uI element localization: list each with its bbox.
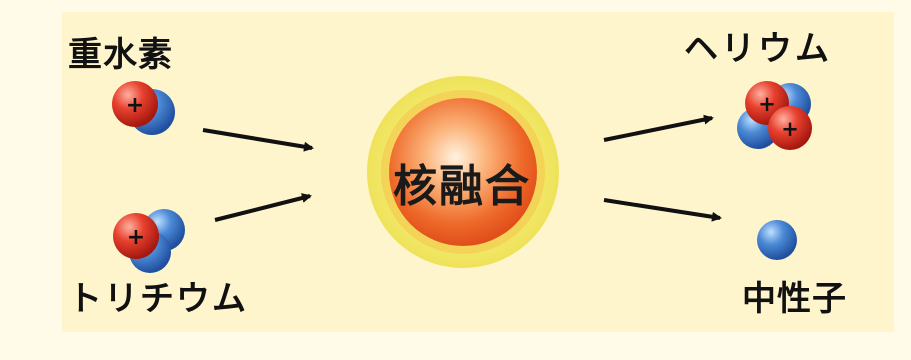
proton-particle	[768, 106, 812, 150]
proton-charge-sign: +	[758, 92, 776, 116]
arrow-helium-out	[603, 114, 714, 142]
tritium-nucleus: +	[113, 209, 185, 273]
fusion-core	[389, 98, 537, 246]
helium-label: ヘリウム	[684, 29, 832, 69]
deuterium-nucleus: +	[112, 81, 175, 135]
tritium-label: トリチウム	[68, 279, 248, 319]
proton-particle	[113, 213, 159, 259]
proton-particle	[112, 81, 158, 127]
proton-charge-sign: +	[126, 93, 144, 118]
helium-nucleus: + +	[737, 81, 812, 150]
arrow-tritium-in	[214, 193, 312, 222]
proton-charge-sign: +	[781, 117, 799, 141]
free-neutron	[757, 220, 797, 260]
arrow-neutron-out	[603, 198, 722, 222]
arrow-deuterium-in	[202, 128, 314, 152]
neutron-label: 中性子	[742, 279, 847, 319]
deuterium-label: 重水素	[68, 35, 173, 75]
proton-charge-sign: +	[127, 225, 145, 250]
fusion-label: 核融合	[393, 161, 531, 212]
